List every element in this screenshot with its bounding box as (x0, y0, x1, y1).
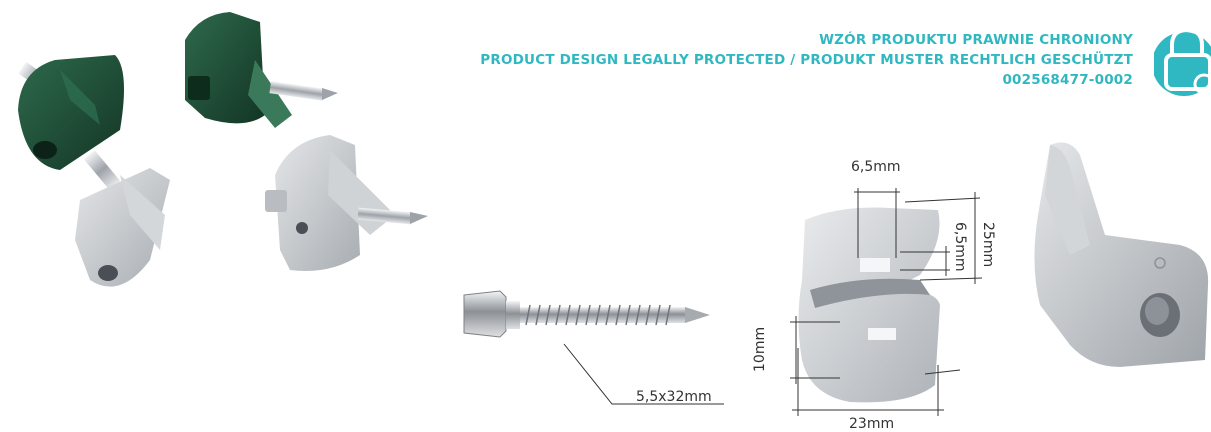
slot-height-label: 6,5mm (952, 222, 968, 272)
product-photo-cluster (18, 12, 428, 287)
lock-icon (1154, 27, 1211, 96)
screw-dimension-label: 5,5x32mm (636, 389, 712, 405)
green-clip-left (18, 55, 124, 170)
grey-clip-left (75, 150, 170, 287)
green-clip-top (185, 12, 338, 128)
grey-clip-right (265, 135, 428, 271)
legal-notice: WZÓR PRODUKTU PRAWNIE CHRONIONY PRODUCT … (480, 30, 1133, 90)
clip-diagram (790, 188, 983, 416)
clip-total-height-label: 25mm (980, 222, 996, 268)
screw-image (463, 290, 710, 338)
notice-line-polish: WZÓR PRODUKTU PRAWNIE CHRONIONY (819, 32, 1133, 48)
slot-width-label: 6,5mm (851, 159, 901, 175)
clip-height-label: 10mm (752, 326, 768, 372)
notice-registration-number: 002568477-0002 (1002, 72, 1133, 88)
grey-block-image (1034, 142, 1209, 367)
notice-line-english-german: PRODUCT DESIGN LEGALLY PROTECTED / PRODU… (480, 52, 1133, 68)
clip-width-label: 23mm (849, 416, 895, 432)
screw-leader-line (563, 343, 724, 405)
